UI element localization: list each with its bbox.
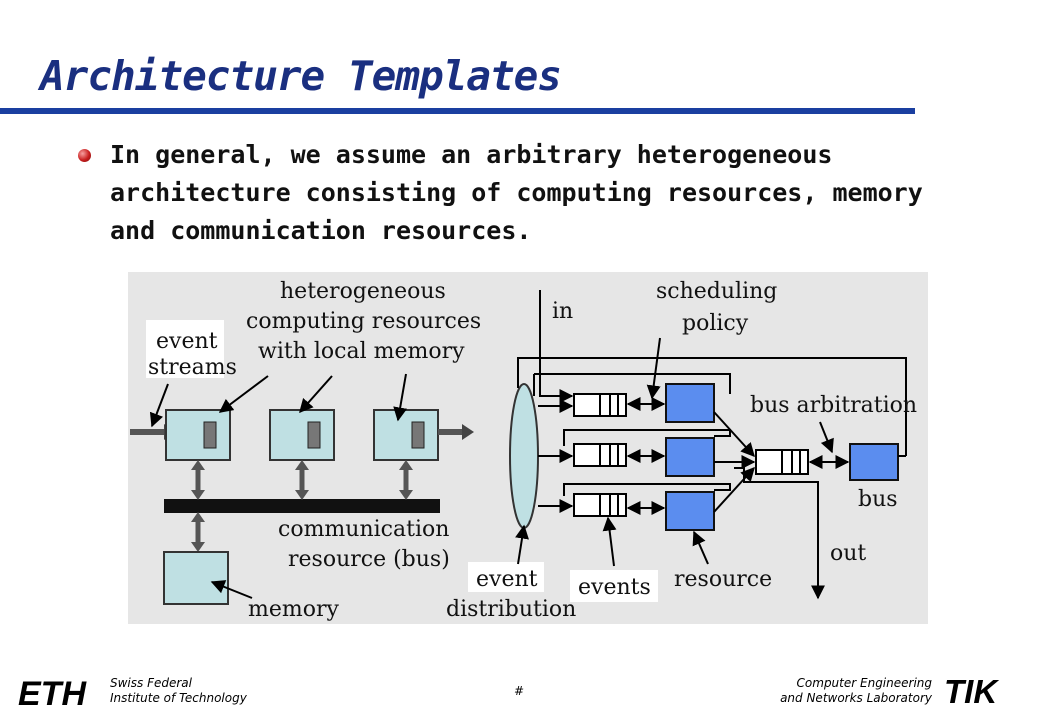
events-label: events [578,575,651,600]
bus-arbitration-label: bus arbitration [750,393,917,418]
memory-box [163,551,229,605]
architecture-figure: event streams heterogeneous computing re… [128,272,928,624]
output-stream-arrowhead [462,424,474,440]
scheduling-label-2: policy [682,311,749,336]
tik-logo: TIK [944,674,999,708]
resource-3 [665,491,715,531]
in-label: in [552,299,573,324]
footer-institution: Swiss Federal Institute of Technology [110,676,247,706]
local-memory-1 [203,421,217,449]
heterogeneous-label-2: computing resources [246,309,481,334]
out-label: out [830,541,866,566]
resource-2 [665,437,715,477]
event-distribution-label-2: distribution [446,597,576,622]
footer-left-line1: Swiss Federal [110,676,192,690]
bullet-text: In general, we assume an arbitrary heter… [110,140,923,245]
bus-box [849,443,899,481]
event-dist-label-bg [468,562,544,592]
comm-resource-label-2: resource (bus) [288,547,450,572]
event-distribution-label-1: event [476,567,538,592]
bus-feedback-loop [517,357,907,456]
footer-right-line1: Computer Engineering [796,676,932,690]
eth-logo: ETH [18,675,87,709]
svg-text:TIK: TIK [944,674,999,708]
event-streams-label-1: event [156,329,218,354]
footer-right-line2: and Networks Laboratory [780,691,932,705]
scheduling-label-1: scheduling [656,279,777,304]
page-number: # [514,684,525,698]
bullet-icon [78,149,91,162]
events-label-bg [570,570,658,602]
title-underline [0,108,915,114]
slide-title: Architecture Templates [40,52,562,100]
comm-resource-label-1: communication [278,517,449,542]
memory-label: memory [248,597,340,622]
footer-left-line2: Institute of Technology [110,691,247,705]
resource-label: resource [674,567,772,592]
event-streams-label-bg [146,320,224,378]
local-memory-2 [307,421,321,449]
resource-1 [665,383,715,423]
compute-resource-3 [373,409,439,461]
communication-bus [164,499,440,513]
footer-lab: Computer Engineering and Networks Labora… [700,676,932,706]
compute-resource-2 [269,409,335,461]
svg-text:ETH: ETH [18,675,87,709]
heterogeneous-label-1: heterogeneous [280,279,446,304]
bus-label: bus [858,487,898,512]
heterogeneous-label-3: with local memory [258,339,465,364]
architecture-diagram: event streams heterogeneous computing re… [130,279,917,622]
event-distribution-oval [509,383,539,529]
event-streams-label-2: streams [148,355,237,380]
local-memory-3 [411,421,425,449]
compute-resource-1 [165,409,231,461]
